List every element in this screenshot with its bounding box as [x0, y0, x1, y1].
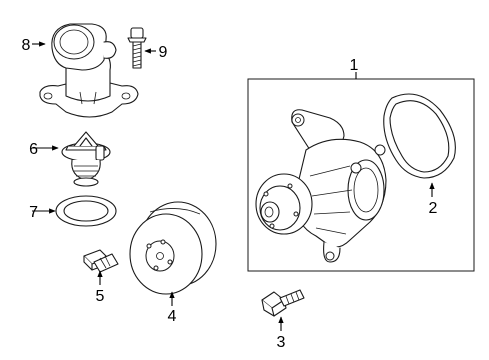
pump-gasket: [383, 93, 456, 179]
thermostat: [61, 131, 111, 187]
thermostat-housing: [39, 23, 139, 118]
callout-7: 7: [29, 204, 38, 221]
bolt-3: [261, 289, 305, 317]
leader-lines: [32, 41, 435, 331]
callout-labels: 1 2 3 4 5 6 7 8 9: [22, 37, 438, 351]
bolt-9: [127, 27, 147, 69]
bolt-5: [83, 249, 119, 273]
callout-6: 6: [29, 141, 38, 158]
assembly-box: [247, 78, 475, 272]
pulley: [129, 201, 217, 295]
water-pump: [255, 109, 387, 263]
callout-9: 9: [159, 44, 168, 61]
thermostat-gasket: [55, 195, 117, 227]
callout-1: 1: [350, 57, 359, 74]
callout-2: 2: [429, 200, 438, 217]
callout-3: 3: [277, 334, 286, 351]
callout-5: 5: [96, 288, 105, 305]
callout-8: 8: [22, 37, 31, 54]
callout-4: 4: [168, 308, 177, 325]
